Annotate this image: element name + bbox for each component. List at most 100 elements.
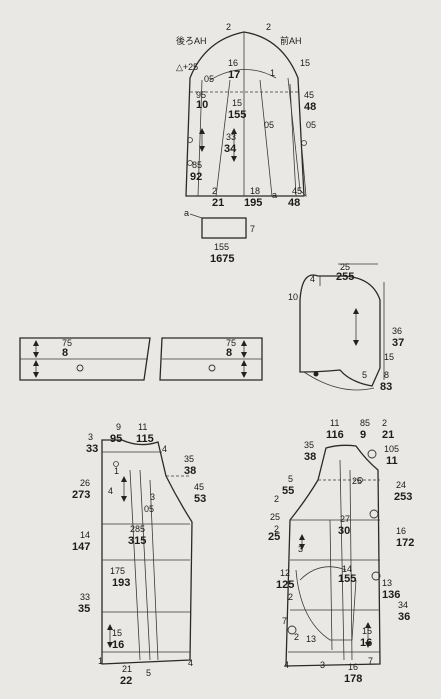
front-measurement-label: 172 [396,537,414,549]
back-measurement-label: 3 [88,432,93,442]
sleeve-measurement-label: 92 [190,171,202,183]
sleeve-measurement-label: 155 [228,109,246,121]
sleeve-measurement-label: 05 [306,120,316,130]
back-measurement-label: 147 [72,541,90,553]
sleeve-measurement-label: 45 [292,186,302,196]
back-measurement-label: 4 [108,486,113,496]
hood-measurement-label: 25 [340,262,350,272]
front-measurement-label: 3 [320,660,325,670]
sleeve-measurement-label: 48 [304,101,316,113]
front-measurement-label: 21 [382,429,394,441]
sleeve-piece [185,31,307,198]
front-measurement-label: 13 [382,578,392,588]
front-measurement-label: 253 [394,491,412,503]
sleeve-measurement-label: 2 [226,22,231,32]
sleeve-measurement-label: 1 [270,68,275,78]
back-measurement-label: 4 [188,658,193,668]
front-measurement-label: 136 [382,589,400,601]
front-measurement-label: 2 [294,632,299,642]
front-measurement-label: 30 [338,525,350,537]
hood-measurement-label: 8 [384,370,389,380]
back-measurement-label: 21 [122,664,132,674]
front-measurement-label: 12 [280,568,290,578]
front-measurement-label: 11 [386,455,398,467]
front-measurement-label: 11 [330,418,339,428]
front-measurement-label: 25 [270,512,280,522]
sleeve-measurement-label: 34 [224,143,237,155]
tab-measurement-label: a [184,208,189,218]
hood-measurement-label: 10 [288,292,298,302]
sleeve-measurement-label: a [272,190,277,200]
front-measurement-label: 25 [352,476,362,486]
front-measurement-label: 16 [360,637,372,649]
front-armhole-label: 前AH [280,35,302,46]
back-measurement-label: 193 [112,577,130,589]
back-measurement-label: 1 [98,656,103,666]
sleeve-measurement-label: 18 [250,186,260,196]
hood-piece [299,263,385,391]
collars-measurement-label: 8 [62,347,68,359]
sleeve-measurement-label: 2 [212,186,217,196]
front-measurement-label: 27 [340,514,350,524]
back-measurement-label: 115 [136,433,154,445]
back-measurement-label: 26 [80,478,90,488]
collars-measurement-label: 8 [226,347,232,359]
sleeve-measurement-label: 15 [232,98,242,108]
hood-measurement-label: 15 [384,352,394,362]
tab-measurement-label: 7 [250,224,255,234]
collar-left [19,337,151,381]
collars-measurement-label: 75 [62,338,72,348]
front-measurement-label: 16 [396,526,406,536]
sleeve-measurement-label: 2 [266,22,271,32]
front-measurement-label: 36 [398,611,410,623]
sleeve-measurement-label: 195 [244,197,262,209]
front-measurement-label: 7 [368,656,373,666]
back-measurement-label: 22 [120,675,132,687]
front-measurement-label: 125 [276,579,294,591]
sleeve-measurement-label: 10 [196,99,208,111]
sleeve-measurement-label: 17 [228,69,240,81]
front-measurement-label: 25 [268,531,280,543]
sleeve-measurement-label: 48 [288,197,300,209]
sleeve-measurement-label: 05 [264,120,274,130]
back-measurement-label: 1 [114,466,119,476]
back-measurement-label: 11 [138,422,147,432]
back-measurement-label: 14 [80,530,90,540]
tab-piece [189,213,247,239]
back-measurement-label: 3 [150,492,155,502]
back-measurement-label: 5 [146,668,151,678]
sleeve-measurement-label: 05 [204,74,214,84]
hood-measurement-label: 255 [336,271,354,283]
front-measurement-label: 2 [274,494,279,504]
back-measurement-label: 53 [194,493,206,505]
front-measurement-label: 38 [304,451,316,463]
back-measurement-label: 15 [112,628,122,638]
collar-right [159,337,263,381]
hood-measurement-label: 36 [392,326,402,336]
front-measurement-label: 5 [288,474,293,484]
front-measurement-label: 55 [282,485,294,497]
front-measurement-label: 105 [384,444,399,454]
front-measurement-label: 14 [342,564,352,574]
sleeve-measurement-label: 85 [192,160,202,170]
front-measurement-label: 2 [274,524,279,534]
hood-measurement-label: 83 [380,381,392,393]
tab-measurement-label: 155 [214,242,229,252]
front-body-piece [285,444,381,667]
front-measurement-label: 9 [360,429,366,441]
front-measurement-label: 85 [360,418,370,428]
back-measurement-label: 16 [112,639,124,651]
back-body-piece [101,439,193,665]
back-measurement-label: 35 [184,454,194,464]
back-measurement-label: 33 [86,443,98,455]
sleeve-measurement-label: 33 [226,132,236,142]
front-measurement-label: 4 [284,660,289,670]
back-measurement-label: 315 [128,535,146,547]
